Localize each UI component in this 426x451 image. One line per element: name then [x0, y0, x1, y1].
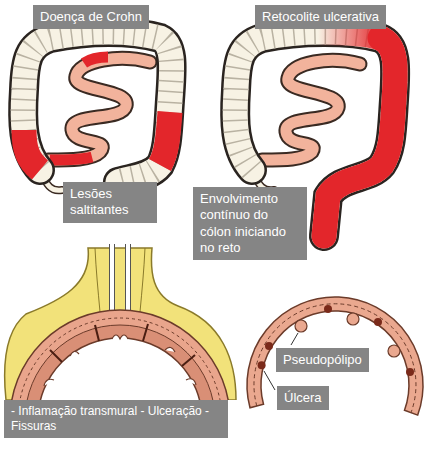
label-box: Úlcera: [277, 386, 329, 410]
label-box: - Inflamação transmural - Ulceração - Fi…: [4, 400, 228, 438]
label-text: - Inflamação transmural - Ulceração - Fi…: [11, 404, 221, 434]
crohn-cross-section: [5, 244, 236, 400]
leader-line: [264, 371, 275, 390]
ulcerative-colitis-wall: [247, 297, 423, 415]
label-text: Pseudopólipo: [283, 352, 362, 368]
label-box: Doença de Crohn: [33, 5, 149, 29]
label-box: Lesões saltitantes: [63, 182, 157, 223]
label-text: Retocolite ulcerativa: [262, 9, 379, 25]
label-text: Lesões saltitantes: [70, 186, 150, 219]
label-box: Pseudopólipo: [276, 348, 369, 372]
leader-line: [291, 333, 298, 345]
label-box: Retocolite ulcerativa: [255, 5, 386, 29]
label-text: Envolvimento contínuo do cólon iniciando…: [200, 191, 300, 256]
small-intestine: [48, 57, 150, 160]
label-text: Doença de Crohn: [40, 9, 142, 25]
label-box: Envolvimento contínuo do cólon iniciando…: [193, 187, 307, 260]
label-text: Úlcera: [284, 390, 322, 406]
colon: [23, 32, 172, 190]
small-intestine: [262, 60, 360, 160]
